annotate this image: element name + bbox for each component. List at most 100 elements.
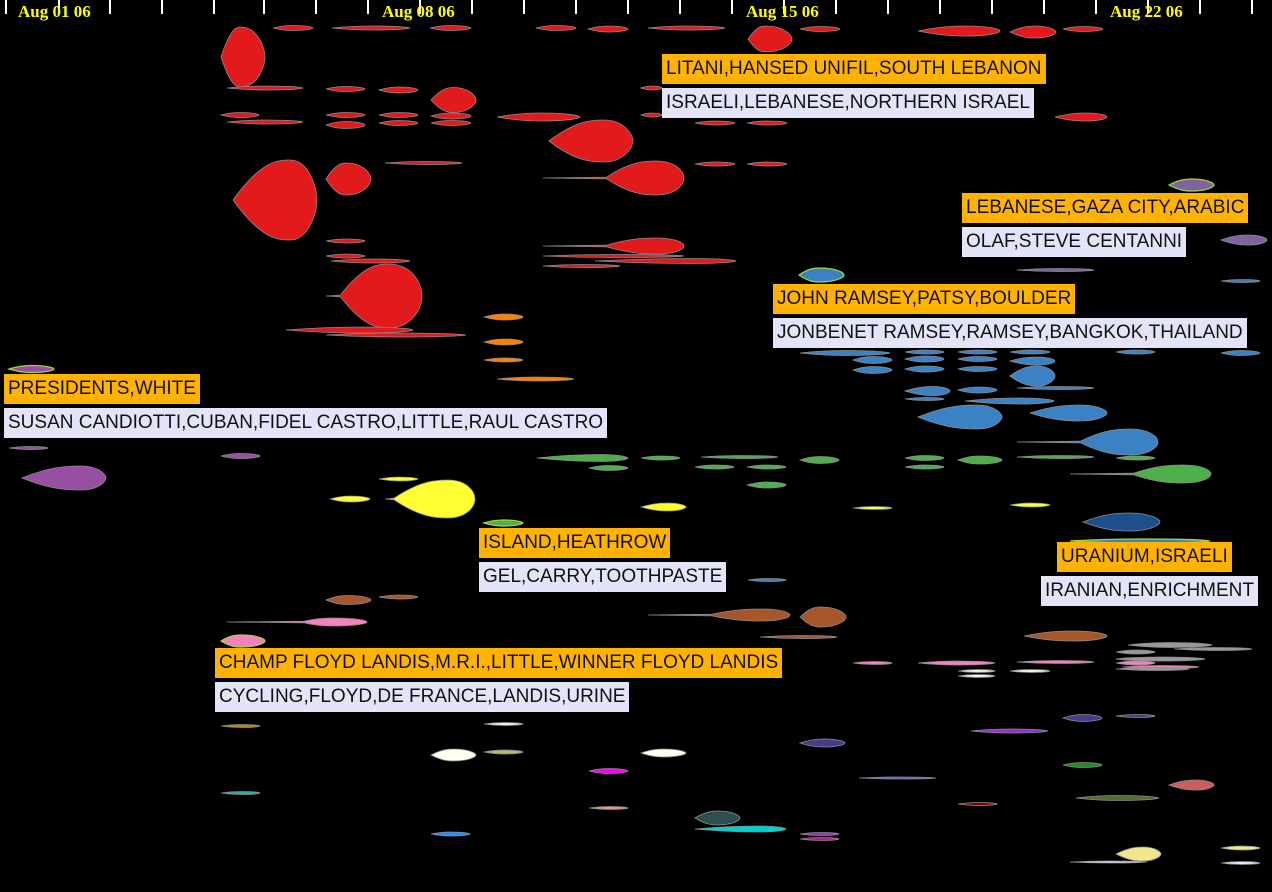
topic-stream[interactable] bbox=[904, 464, 945, 470]
topic-stream[interactable] bbox=[324, 121, 366, 129]
topic-stream[interactable] bbox=[797, 267, 845, 283]
topic-label-secondary[interactable]: SUSAN CANDIOTTI,CUBAN,FIDEL CASTRO,LITTL… bbox=[4, 408, 608, 438]
topic-stream[interactable] bbox=[586, 25, 629, 33]
topic-stream[interactable] bbox=[647, 25, 726, 31]
topic-stream[interactable] bbox=[852, 661, 893, 665]
topic-stream[interactable] bbox=[483, 722, 524, 726]
topic-label-secondary[interactable]: CYCLING,FLOYD,DE FRANCE,LANDIS,URINE bbox=[215, 682, 630, 712]
topic-stream[interactable] bbox=[542, 237, 685, 255]
topic-stream[interactable] bbox=[799, 832, 840, 836]
topic-stream[interactable] bbox=[8, 446, 49, 450]
topic-stream[interactable] bbox=[1009, 669, 1051, 673]
topic-stream[interactable] bbox=[747, 578, 787, 582]
topic-stream[interactable] bbox=[1009, 349, 1051, 355]
topic-stream[interactable] bbox=[694, 825, 787, 833]
topic-stream[interactable] bbox=[429, 112, 472, 120]
topic-stream[interactable] bbox=[904, 397, 945, 401]
topic-stream[interactable] bbox=[378, 112, 419, 118]
topic-stream[interactable] bbox=[1016, 386, 1095, 390]
topic-stream[interactable] bbox=[647, 608, 791, 622]
topic-stream[interactable] bbox=[957, 669, 996, 673]
topic-label-primary[interactable]: JOHN RAMSEY,PATSY,BOULDER bbox=[773, 284, 1076, 314]
topic-stream[interactable] bbox=[232, 159, 318, 241]
topic-stream[interactable] bbox=[430, 87, 477, 113]
topic-stream[interactable] bbox=[325, 263, 423, 329]
topic-stream[interactable] bbox=[430, 120, 472, 126]
topic-stream[interactable] bbox=[970, 728, 1049, 734]
topic-stream[interactable] bbox=[1115, 660, 1156, 666]
topic-stream[interactable] bbox=[1075, 795, 1160, 801]
topic-stream[interactable] bbox=[1115, 649, 1156, 655]
topic-stream[interactable] bbox=[639, 112, 663, 118]
topic-stream[interactable] bbox=[1167, 178, 1215, 192]
topic-stream[interactable] bbox=[588, 806, 629, 810]
topic-stream[interactable] bbox=[496, 376, 575, 382]
topic-stream[interactable] bbox=[1220, 350, 1261, 356]
topic-stream[interactable] bbox=[482, 313, 524, 321]
topic-stream[interactable] bbox=[548, 119, 634, 163]
topic-stream[interactable] bbox=[482, 338, 524, 346]
topic-stream[interactable] bbox=[226, 119, 304, 125]
topic-stream[interactable] bbox=[1173, 647, 1253, 651]
topic-stream[interactable] bbox=[904, 349, 945, 355]
topic-stream[interactable] bbox=[483, 357, 524, 363]
topic-stream[interactable] bbox=[746, 464, 787, 470]
topic-stream[interactable] bbox=[957, 349, 998, 355]
topic-stream[interactable] bbox=[799, 350, 891, 356]
topic-label-primary[interactable]: LEBANESE,GAZA CITY,ARABIC bbox=[962, 193, 1249, 223]
topic-stream[interactable] bbox=[903, 386, 951, 396]
topic-stream[interactable] bbox=[1009, 25, 1057, 39]
topic-stream[interactable] bbox=[324, 595, 372, 605]
topic-stream[interactable] bbox=[1115, 667, 1190, 671]
topic-stream[interactable] bbox=[1008, 356, 1056, 366]
topic-stream[interactable] bbox=[1016, 455, 1095, 459]
topic-stream[interactable] bbox=[220, 453, 261, 459]
topic-stream[interactable] bbox=[325, 86, 366, 92]
topic-stream[interactable] bbox=[378, 476, 419, 482]
topic-stream[interactable] bbox=[219, 112, 260, 118]
topic-stream[interactable] bbox=[799, 837, 840, 841]
topic-stream[interactable] bbox=[640, 455, 681, 461]
topic-stream[interactable] bbox=[957, 356, 998, 362]
topic-stream[interactable] bbox=[1220, 845, 1261, 851]
topic-stream[interactable] bbox=[956, 455, 1003, 465]
topic-stream[interactable] bbox=[331, 25, 411, 31]
topic-stream[interactable] bbox=[285, 326, 414, 334]
topic-stream[interactable] bbox=[272, 25, 314, 31]
topic-stream[interactable] bbox=[1009, 502, 1051, 508]
topic-stream[interactable] bbox=[1023, 630, 1108, 642]
topic-stream[interactable] bbox=[916, 404, 1003, 430]
topic-stream[interactable] bbox=[20, 465, 107, 491]
topic-stream[interactable] bbox=[330, 258, 411, 264]
topic-stream[interactable] bbox=[542, 264, 621, 268]
topic-stream[interactable] bbox=[798, 738, 846, 748]
topic-stream[interactable] bbox=[496, 112, 581, 122]
topic-stream[interactable] bbox=[535, 25, 577, 31]
topic-stream[interactable] bbox=[694, 161, 736, 167]
topic-stream[interactable] bbox=[536, 454, 629, 462]
topic-stream[interactable] bbox=[1115, 455, 1156, 461]
topic-stream[interactable] bbox=[851, 356, 893, 364]
topic-stream[interactable] bbox=[220, 26, 266, 88]
topic-stream[interactable] bbox=[1115, 349, 1156, 355]
topic-stream[interactable] bbox=[481, 519, 524, 527]
topic-label-secondary[interactable]: IRANIAN,ENRICHMENT bbox=[1041, 576, 1259, 606]
topic-stream[interactable] bbox=[694, 120, 736, 126]
topic-stream[interactable] bbox=[1061, 714, 1103, 722]
topic-stream[interactable] bbox=[542, 254, 685, 258]
topic-stream[interactable] bbox=[746, 120, 788, 126]
topic-stream[interactable] bbox=[226, 85, 304, 91]
topic-stream[interactable] bbox=[1069, 860, 1148, 864]
topic-stream[interactable] bbox=[430, 748, 477, 762]
topic-stream[interactable] bbox=[694, 464, 735, 470]
topic-stream[interactable] bbox=[594, 258, 737, 264]
topic-stream[interactable] bbox=[1219, 234, 1268, 246]
topic-stream[interactable] bbox=[759, 635, 838, 639]
topic-stream[interactable] bbox=[1016, 428, 1159, 456]
topic-stream[interactable] bbox=[957, 674, 996, 678]
topic-stream[interactable] bbox=[1220, 279, 1261, 283]
topic-stream[interactable] bbox=[325, 162, 372, 196]
topic-label-secondary[interactable]: JONBENET RAMSEY,RAMSEY,BANGKOK,THAILAND bbox=[773, 318, 1247, 348]
topic-stream[interactable] bbox=[903, 365, 945, 373]
topic-stream[interactable] bbox=[328, 495, 371, 503]
